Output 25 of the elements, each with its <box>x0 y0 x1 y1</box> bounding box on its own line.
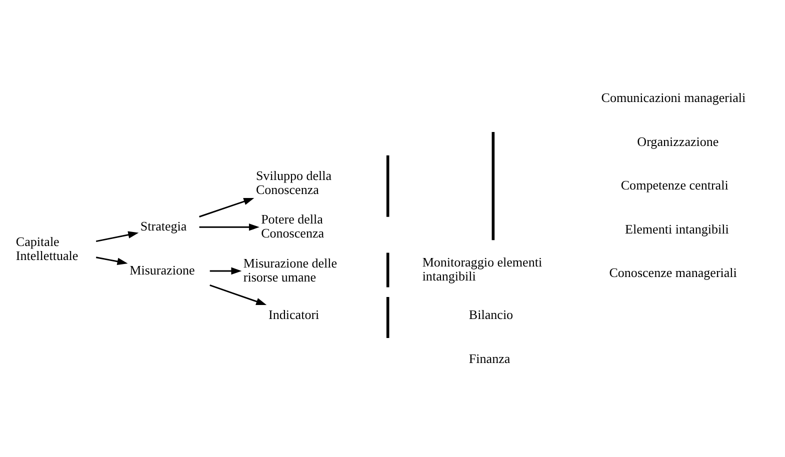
node-text: Elementi intangibili <box>625 220 729 236</box>
arrow <box>199 222 260 230</box>
node-text: Competenze centrali <box>620 177 728 192</box>
node-text: Conoscenze manageriali <box>609 264 737 280</box>
node-brace <box>386 296 390 338</box>
arrow <box>96 256 128 265</box>
node-text: Finanza <box>468 350 510 366</box>
node-brace <box>386 252 390 287</box>
node-text: Organizzazione <box>637 133 719 148</box>
node-text: Misurazione delle risorse umane <box>243 254 338 284</box>
node-text: Sviluppo della Conoscenza <box>256 167 332 196</box>
node-brace <box>386 154 390 216</box>
node-text: Strategia <box>140 218 187 234</box>
node-text: Indicatori <box>268 306 320 322</box>
node-text: Capitale Intellettuale <box>16 233 78 262</box>
arrow <box>96 230 139 242</box>
node-text: Potere della Conoscenza <box>261 211 324 240</box>
arrow <box>210 284 267 304</box>
arrow <box>199 197 254 217</box>
node-text: Bilancio <box>468 306 514 322</box>
node-text: Misurazione <box>130 262 195 277</box>
node-text: Comunicazioni manageriali <box>601 89 746 104</box>
node-brace <box>492 132 495 240</box>
arrow <box>210 266 242 274</box>
node-text: Monitoraggio elementi intangibili <box>422 254 542 283</box>
